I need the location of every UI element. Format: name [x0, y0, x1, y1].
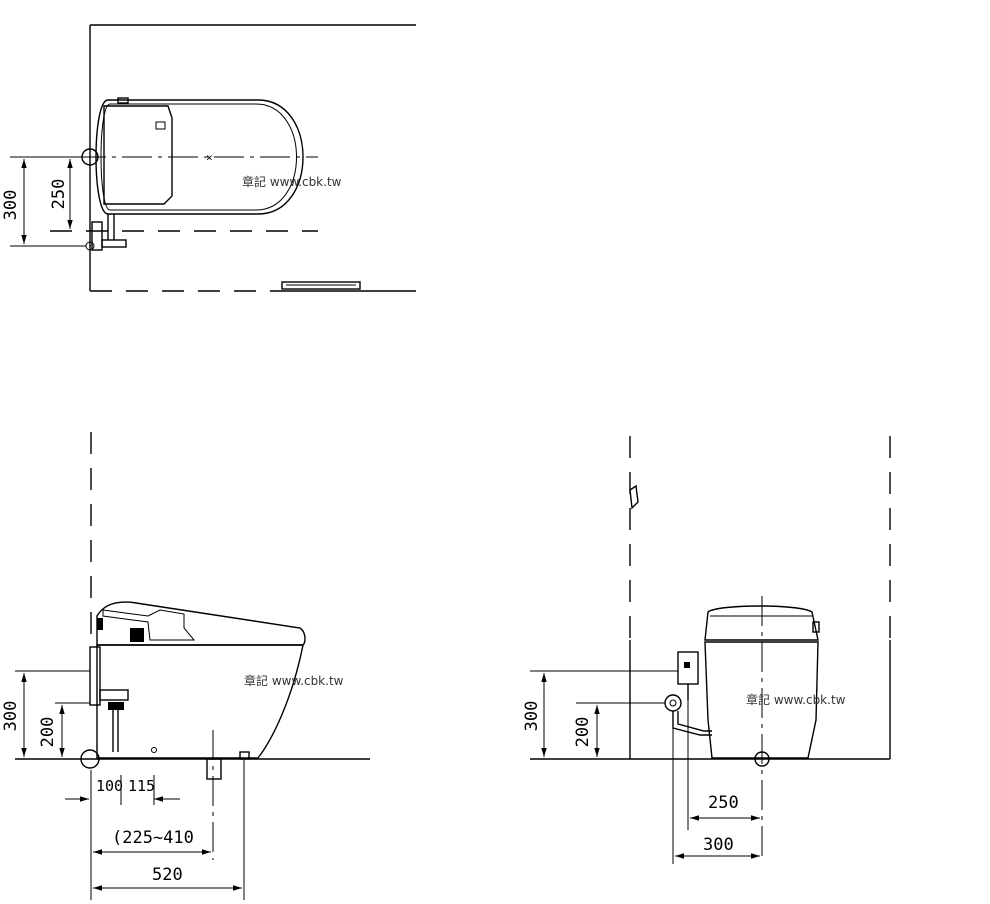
remote-control	[281, 281, 361, 290]
side-dim-520: 520	[152, 865, 183, 885]
watermark-front: 章記 www.cbk.tw	[746, 692, 846, 707]
svg-text:×: ×	[206, 151, 213, 164]
side-dim-100: 100	[96, 777, 123, 795]
top-dim-300: 300	[1, 190, 21, 221]
watermark-top: 章記 www.cbk.tw	[242, 174, 342, 189]
front-dim-250-h: 250	[708, 793, 739, 813]
side-dim-115: 115	[128, 777, 155, 795]
toilet-side-lid	[96, 601, 306, 646]
top-view: × 300 250 章記 www.cbk.tw	[1, 24, 416, 292]
front-dim-200-v: 200	[573, 717, 593, 748]
toilet-top-outline	[95, 99, 304, 215]
toilet-front-body	[704, 641, 819, 759]
side-dim-300: 300	[1, 701, 21, 732]
front-dim-300-v: 300	[522, 701, 542, 732]
top-dim-250: 250	[49, 179, 69, 210]
side-dim-range: (225~410	[112, 828, 194, 848]
toilet-side-body	[96, 644, 304, 759]
side-view: 300 200 100 115 (225~410 520 章記 www.cbk.…	[1, 432, 370, 900]
supply-valve	[664, 694, 682, 712]
watermark-side: 章記 www.cbk.tw	[244, 673, 344, 688]
front-dim-300-h: 300	[703, 835, 734, 855]
side-dim-200: 200	[38, 717, 58, 748]
front-view: 300 200 250 300 章記 www.cbk.tw	[522, 436, 891, 864]
